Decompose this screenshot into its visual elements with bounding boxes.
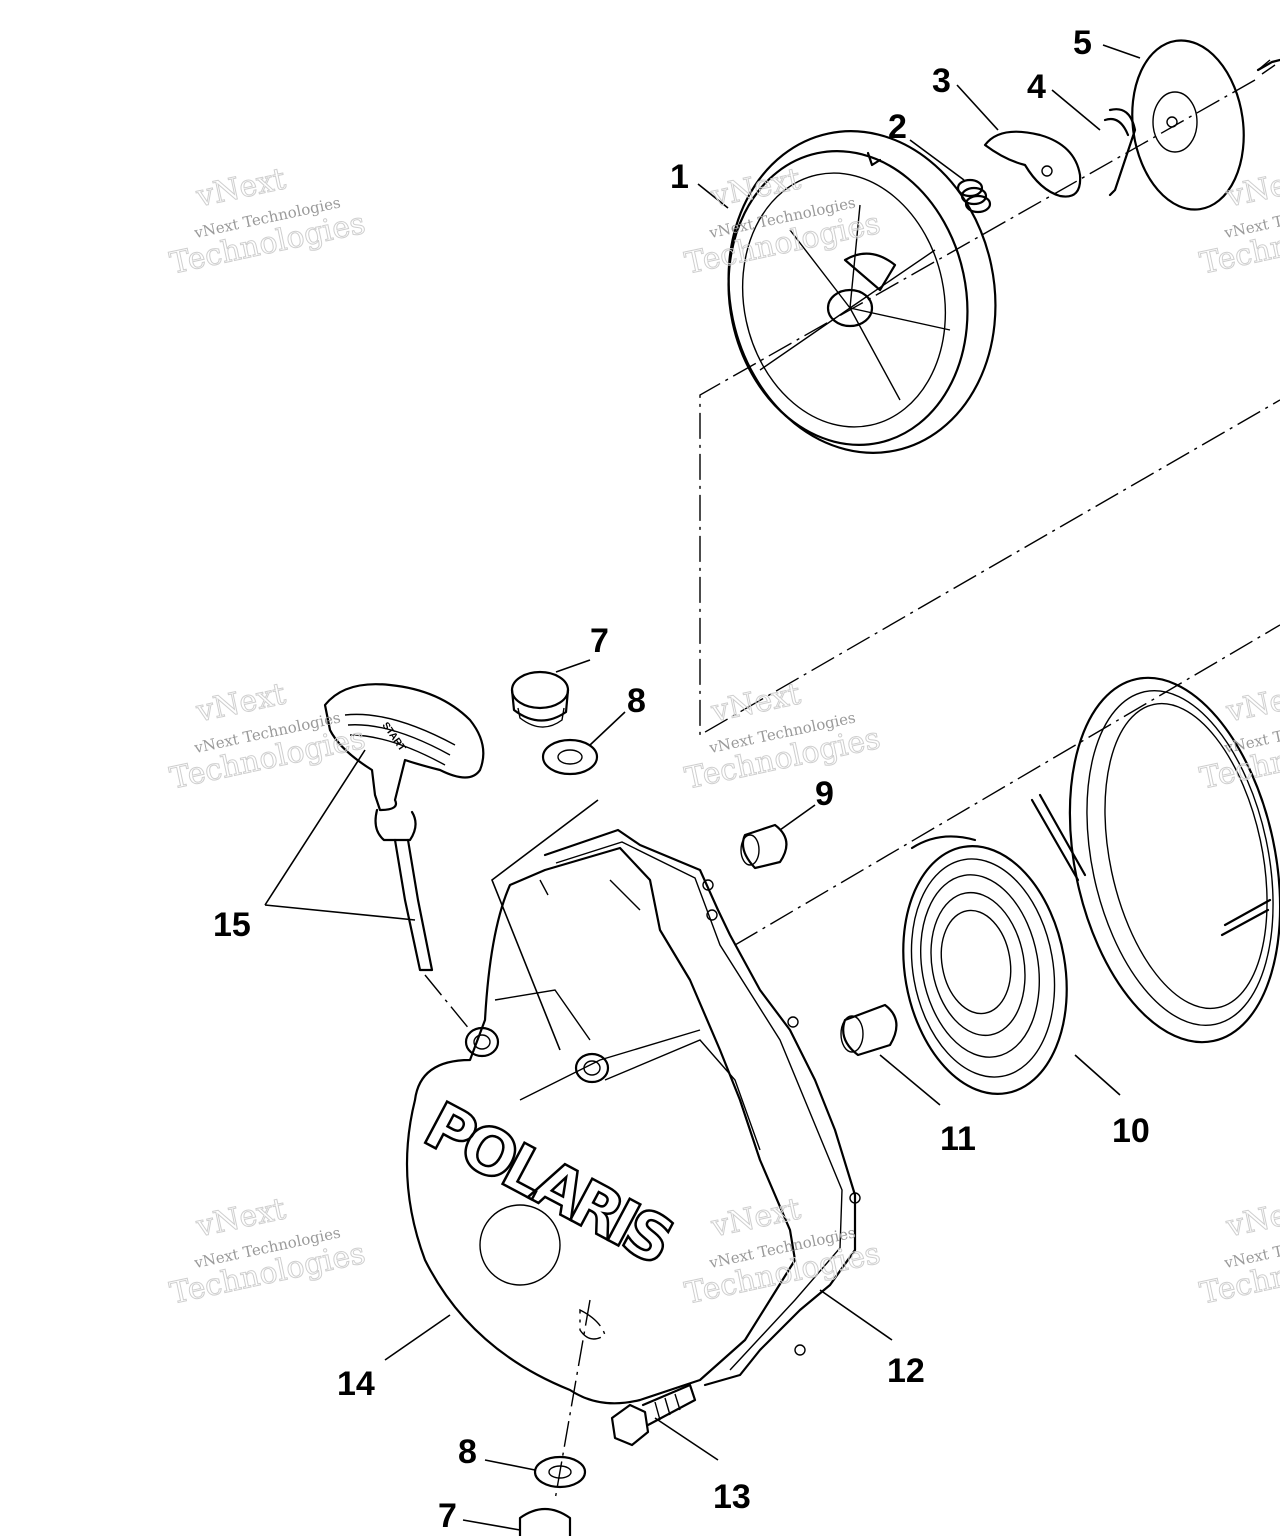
- start-text: START: [380, 720, 408, 753]
- watermark-9: vNext vNext Technologies Technologies: [1196, 1191, 1280, 1312]
- part-label-10: 10: [1112, 1112, 1150, 1150]
- watermark-2: vNext vNext Technologies Technologies: [681, 161, 883, 282]
- part-label-11: 11: [940, 1120, 976, 1158]
- watermark-8: vNext vNext Technologies Technologies: [681, 1191, 883, 1312]
- flange-bolt-part: [610, 1383, 697, 1447]
- watermark-1: vNext vNext Technologies Technologies: [166, 161, 368, 282]
- pawl-part: [983, 130, 1082, 198]
- part-label-7-top: 7: [590, 622, 609, 660]
- part-label-12: 12: [887, 1352, 925, 1390]
- bushing-part: [740, 823, 788, 870]
- friction-plate-part: [1131, 39, 1245, 211]
- part-label-8-top: 8: [627, 682, 646, 720]
- polaris-logo: POLARIS: [412, 1089, 685, 1281]
- svg-text:vNext: vNext: [1223, 162, 1280, 215]
- part-label-3: 3: [932, 62, 951, 100]
- gasket-part: [543, 828, 861, 1387]
- part-label-4: 4: [1027, 68, 1046, 106]
- watermark-6: vNext vNext Technologies Technologies: [1196, 676, 1280, 797]
- center-lines: [424, 79, 1280, 1501]
- part-labels: 1 2 3 4 5 7 8 9 10 11 12 13 14 15 8 7: [213, 24, 1150, 1535]
- part-label-5: 5: [1073, 24, 1092, 62]
- recoil-pulley-part: [727, 130, 997, 454]
- top-bolt-part: [1256, 58, 1280, 75]
- washer-top-part: [541, 738, 599, 776]
- part-label-7-bottom: 7: [438, 1497, 457, 1535]
- part-label-1: 1: [670, 158, 689, 196]
- part-label-9: 9: [815, 775, 834, 813]
- watermark-5: vNext vNext Technologies Technologies: [681, 676, 883, 797]
- part-label-2: 2: [888, 108, 907, 146]
- part-label-8-bottom: 8: [458, 1433, 477, 1471]
- starter-rope-part: [1030, 676, 1280, 1044]
- watermark-4: vNext vNext Technologies Technologies: [166, 676, 368, 797]
- part-label-13: 13: [713, 1478, 751, 1516]
- svg-text:vNext: vNext: [1223, 677, 1280, 730]
- sleeve-part: [840, 1003, 898, 1057]
- housing-cover-part: POLARIS: [405, 846, 797, 1405]
- part-label-14: 14: [337, 1365, 375, 1403]
- washer-bottom-part: [533, 1455, 587, 1489]
- small-spring-part: [956, 178, 992, 214]
- spring-coil-part: [902, 835, 1068, 1095]
- watermark-7: vNext vNext Technologies Technologies: [166, 1191, 368, 1312]
- svg-text:vNext: vNext: [1223, 1192, 1280, 1245]
- part-label-15: 15: [213, 906, 251, 944]
- cap-bottom-part: [518, 1507, 572, 1536]
- watermark-3: vNext vNext Technologies Technologies: [1196, 161, 1280, 282]
- clip-part: [1103, 108, 1137, 197]
- cap-top-part: [510, 670, 570, 728]
- leader-lines: [264, 44, 1141, 1531]
